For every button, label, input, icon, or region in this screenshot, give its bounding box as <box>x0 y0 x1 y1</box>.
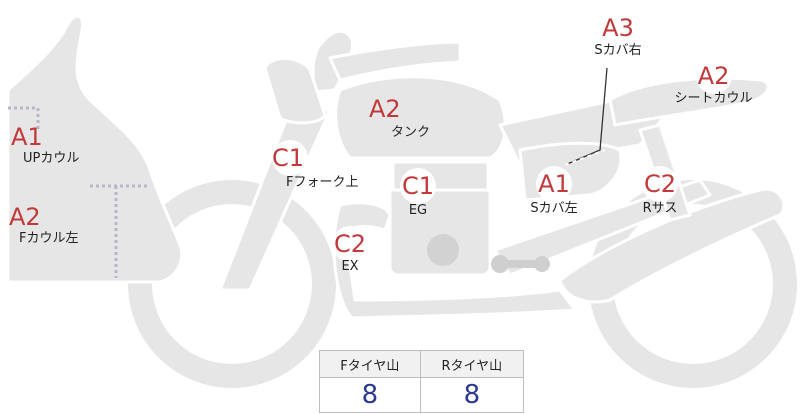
grade-engine: C1 <box>400 168 436 204</box>
part-r-suspension: C2 Rサス <box>630 166 690 218</box>
name-s-cover-right: Sカバ右 <box>594 43 642 58</box>
grade-exhaust: C2 <box>332 226 368 262</box>
part-s-cover-left: A1 Sカバ左 <box>514 166 594 218</box>
s-cover-right-leader <box>564 67 608 166</box>
grade-r-suspension: C2 <box>642 166 678 202</box>
name-s-cover-left: Sカバ左 <box>530 201 578 216</box>
frame-top <box>328 40 462 82</box>
headlight-housing <box>263 57 327 125</box>
footpeg-left <box>491 255 509 273</box>
grade-f-cowl-left: A2 <box>9 203 41 231</box>
front-tire-header: Fタイヤ山 <box>319 350 421 378</box>
name-seat-cowl: シートカウル <box>674 91 753 106</box>
name-tank: タンク <box>391 125 431 140</box>
tire-header-row: Fタイヤ山 Rタイヤ山 <box>319 350 525 378</box>
grade-seat-cowl: A2 <box>695 58 732 94</box>
exhaust-pipe <box>332 201 577 320</box>
tire-value-row: 8 8 <box>319 377 525 413</box>
s-cover-right-leader-dash <box>564 149 606 166</box>
part-s-cover-right: A3 Sカバ右 <box>578 10 658 60</box>
part-up-cowl: A1 UPカウル <box>3 124 113 168</box>
fuel-tank <box>334 75 507 160</box>
muffler <box>558 187 786 304</box>
part-seat-cowl: A2 シートカウル <box>656 58 771 108</box>
tire-tread-table: Fタイヤ山 Rタイヤ山 8 8 <box>319 350 525 413</box>
name-f-fork-upper: Fフォーク上 <box>286 175 359 190</box>
footpeg-right <box>534 256 550 272</box>
name-exhaust: EX <box>341 259 359 274</box>
engine-crank-cover <box>427 234 459 266</box>
rear-tire-header: Rタイヤ山 <box>419 350 525 378</box>
front-tire-value: 8 <box>319 377 421 413</box>
part-f-cowl-left: A2 Fカウル左 <box>3 204 113 248</box>
grade-tank: A2 <box>369 95 401 123</box>
rear-tire-value: 8 <box>419 377 525 413</box>
name-engine: EG <box>408 203 428 218</box>
part-f-fork-upper: C1 Fフォーク上 <box>272 140 372 192</box>
tail-cowl <box>608 76 770 127</box>
name-f-cowl-left: Fカウル左 <box>19 231 79 246</box>
part-tank: A2 タンク <box>365 96 445 142</box>
part-engine: C1 EG <box>388 168 448 220</box>
grade-f-fork-upper: C1 <box>272 140 308 176</box>
front-wheel <box>128 180 336 388</box>
name-up-cowl: UPカウル <box>23 151 80 166</box>
grade-up-cowl: A1 <box>11 123 43 151</box>
grade-s-cover-left: A1 <box>536 166 572 202</box>
front-fairing <box>6 14 184 284</box>
name-r-suspension: Rサス <box>642 201 678 216</box>
grade-s-cover-right: A3 <box>600 10 636 46</box>
part-exhaust: C2 EX <box>325 226 375 276</box>
